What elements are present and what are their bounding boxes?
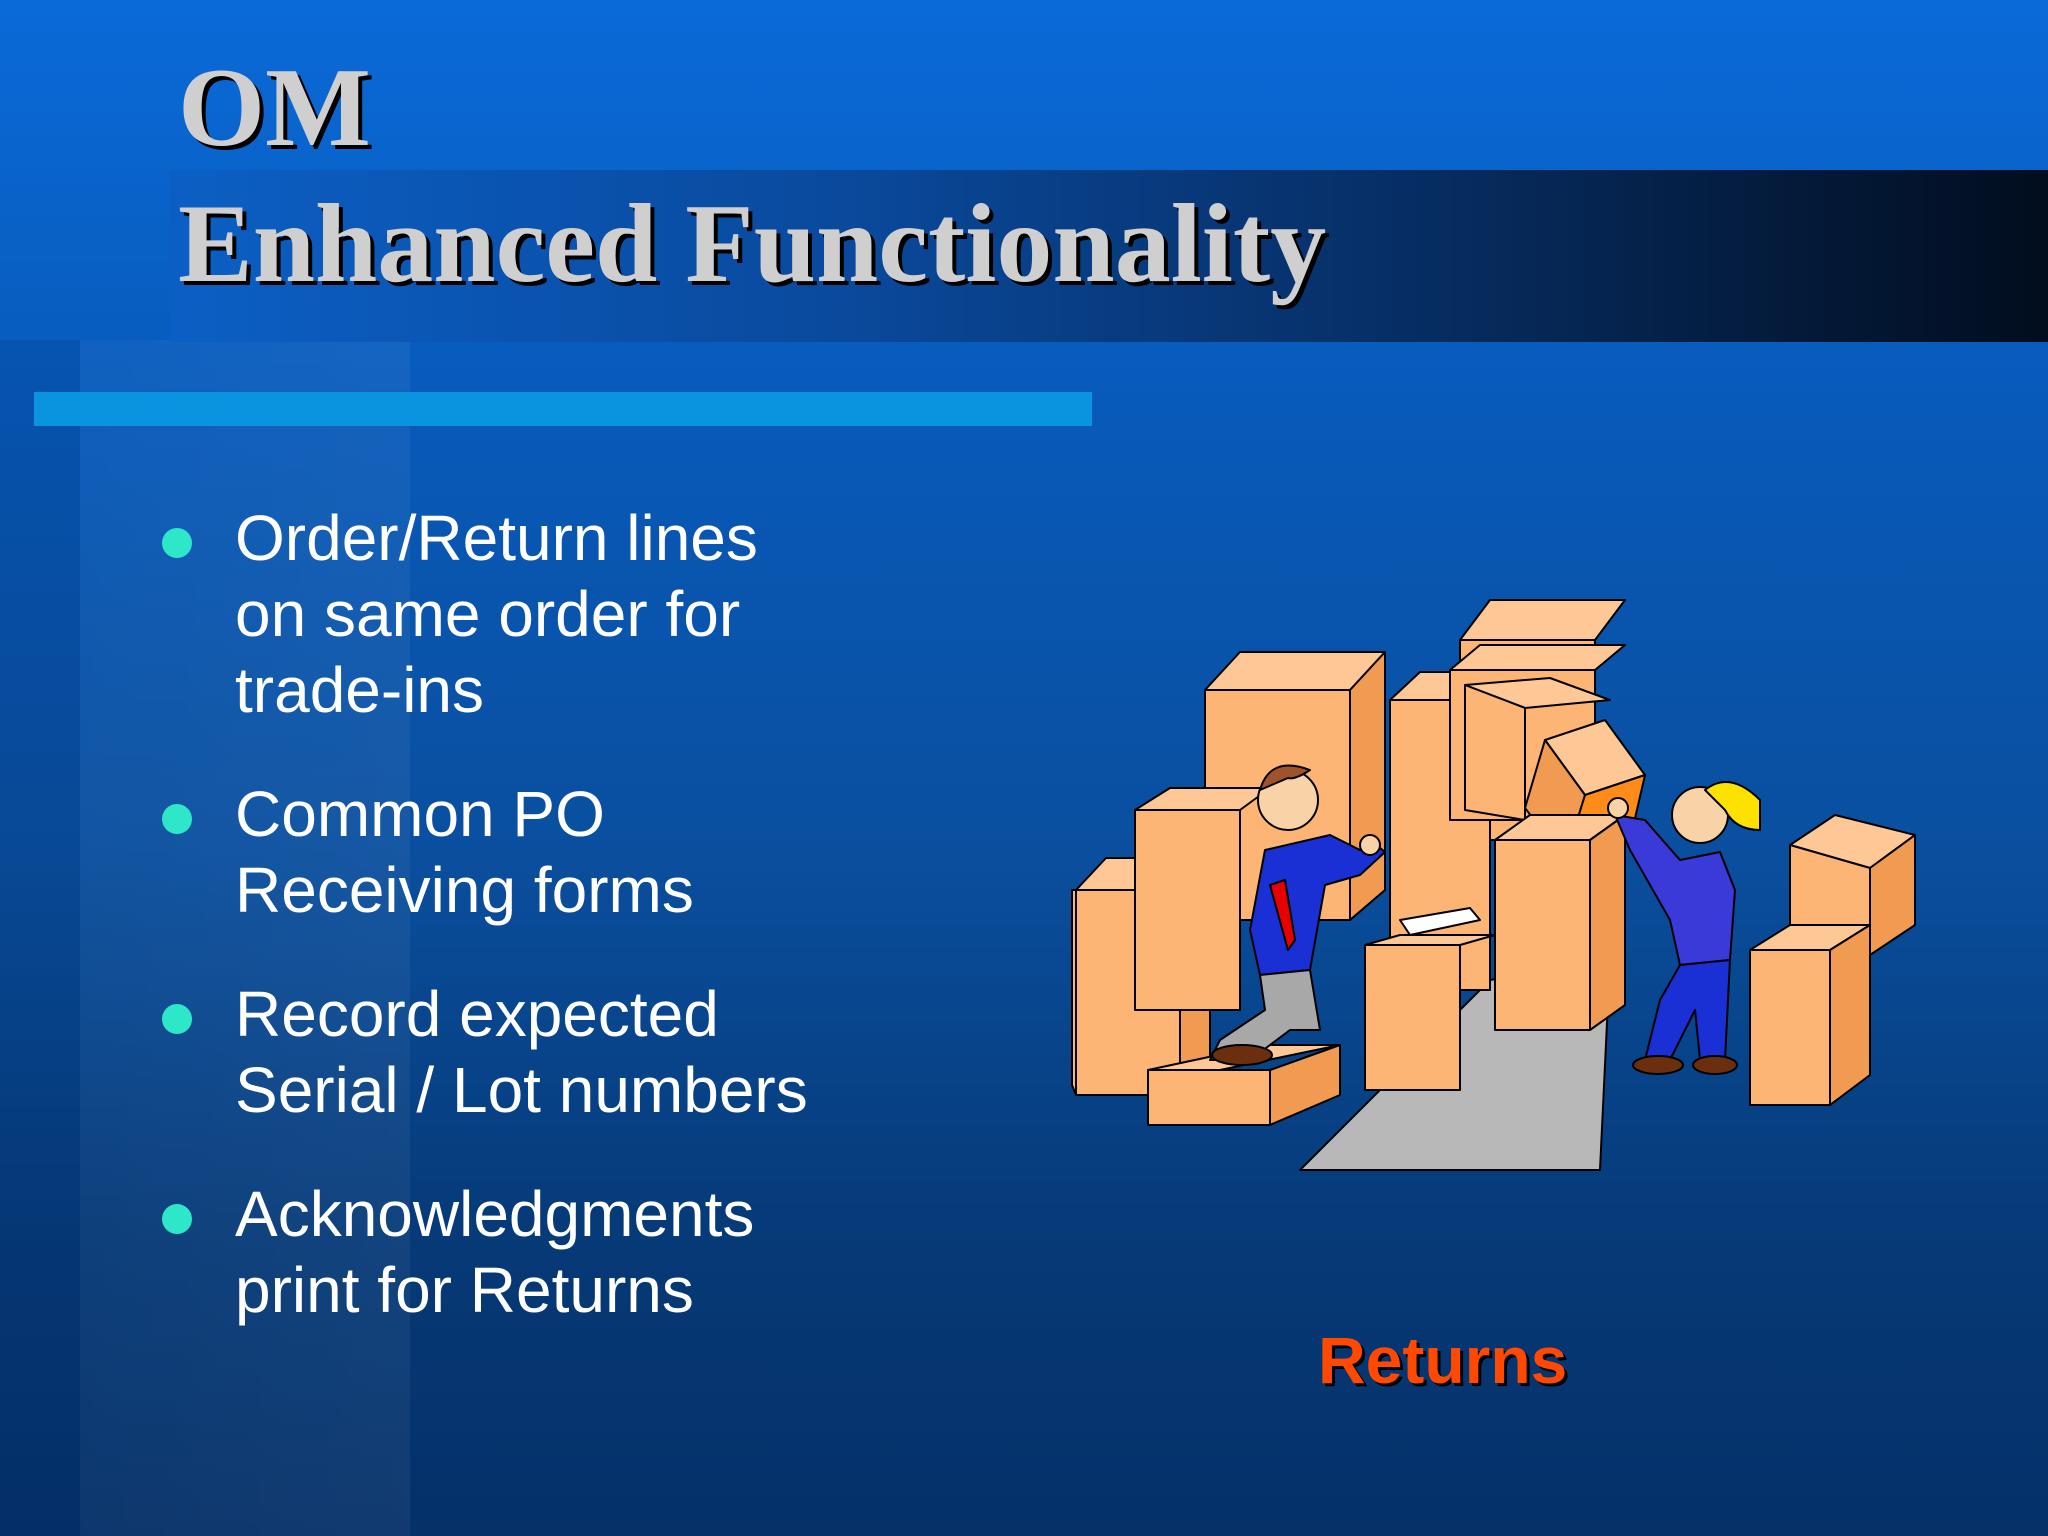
bullet-dot-icon bbox=[162, 528, 192, 558]
title-band bbox=[170, 170, 2048, 342]
bullet-dot-icon bbox=[162, 1004, 192, 1034]
bullet-list: Order/Return lines on same order for tra… bbox=[160, 500, 995, 1376]
slide-title: OM Enhanced Functionality bbox=[178, 52, 1326, 300]
bullet-item: Acknowledgments print for Returns bbox=[160, 1176, 995, 1328]
bullet-line: Acknowledgments bbox=[235, 1178, 755, 1250]
bullet-line: on same order for bbox=[235, 578, 741, 650]
illustration-caption: Returns bbox=[1318, 1323, 1568, 1397]
bullet-dot-icon bbox=[162, 1204, 192, 1234]
bullet-item: Order/Return lines on same order for tra… bbox=[160, 500, 995, 728]
bullet-item: Common PO Receiving forms bbox=[160, 776, 995, 928]
returns-clipart-icon bbox=[1071, 599, 1916, 1171]
background-stripe bbox=[0, 340, 80, 1536]
accent-bar bbox=[34, 392, 1092, 426]
bullet-line: trade-ins bbox=[235, 654, 484, 726]
bullet-line: Order/Return lines bbox=[235, 502, 758, 574]
bullet-line: Serial / Lot numbers bbox=[235, 1054, 808, 1126]
background-stripe bbox=[80, 340, 410, 1536]
title-line-2: Enhanced Functionality bbox=[178, 182, 1327, 306]
bullet-line: print for Returns bbox=[235, 1254, 694, 1326]
bullet-line: Record expected bbox=[235, 978, 719, 1050]
bullet-line: Common PO bbox=[235, 778, 605, 850]
bullet-item: Record expected Serial / Lot numbers bbox=[160, 976, 995, 1128]
bullet-dot-icon bbox=[162, 804, 192, 834]
title-line-1: OM bbox=[178, 46, 371, 170]
bullet-line: Receiving forms bbox=[235, 854, 694, 926]
